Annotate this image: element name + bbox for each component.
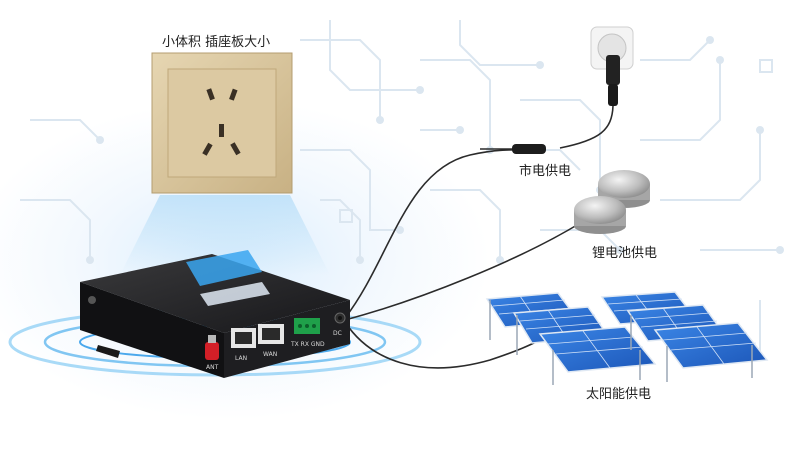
lan-port-icon — [231, 328, 256, 348]
ant-connector-icon — [205, 335, 219, 360]
solar-panel-icon — [653, 322, 769, 382]
solar-panel-array — [485, 291, 769, 385]
coin-battery-icon — [574, 170, 650, 234]
port-label-lan: LAN — [235, 355, 247, 362]
lithium-battery-label: 锂电池供电 — [592, 246, 658, 261]
device-label-sticker — [186, 250, 262, 286]
solar-power-label: 太阳能供电 — [586, 387, 652, 402]
dc-jack-icon — [334, 312, 346, 324]
glow-beam — [120, 195, 330, 275]
outlet-socket-holes-icon — [202, 88, 241, 156]
port-label-dc: DC — [333, 330, 342, 337]
serial-terminal-icon — [294, 318, 320, 334]
mains-plug — [480, 26, 634, 154]
solar-panel-icon — [538, 326, 657, 385]
mains-power-label: 市电供电 — [519, 164, 572, 179]
outlet-caption: 小体积 插座板大小 — [162, 35, 271, 50]
router-device: ANT LAN WAN TX RX GND DC — [80, 250, 350, 378]
port-label-wan: WAN — [263, 351, 277, 358]
port-label-ant: ANT — [206, 364, 219, 371]
wall-outlet-panel — [151, 52, 293, 194]
port-label-serial: TX RX GND — [290, 341, 325, 348]
wan-port-icon — [258, 324, 284, 344]
circuit-nodes — [86, 36, 784, 264]
